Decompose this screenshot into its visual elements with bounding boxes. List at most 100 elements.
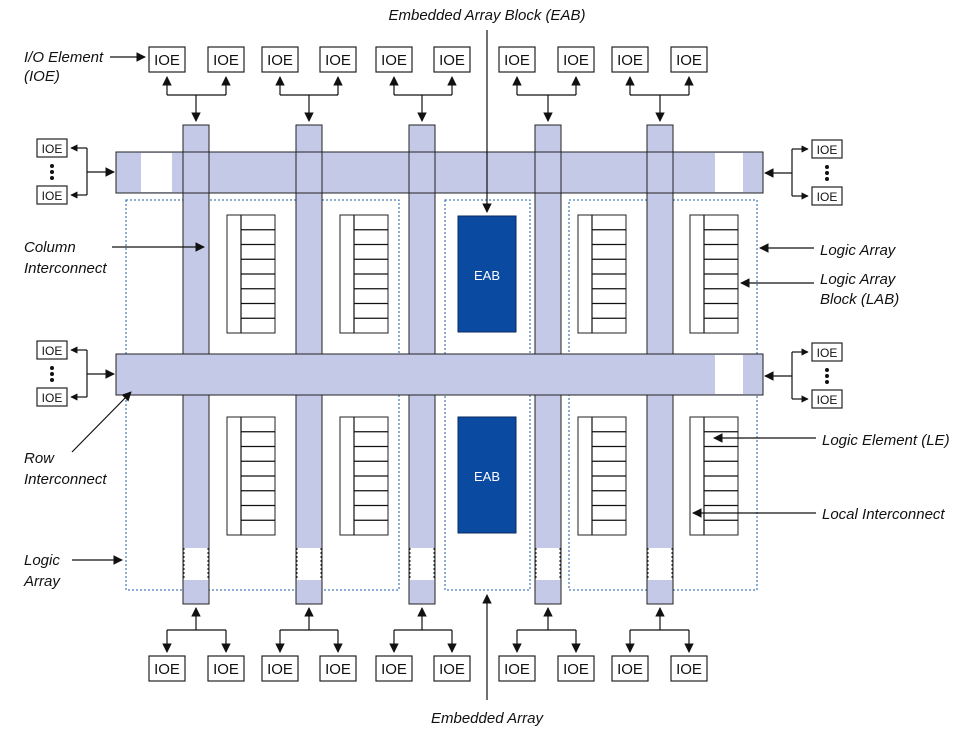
ellipsis-dot [50, 164, 54, 168]
ellipsis-dot [50, 176, 54, 180]
svg-text:IOE: IOE [817, 346, 838, 360]
ioe-side-1-a: IOE [36, 138, 68, 158]
ioe-bottom-1: IOE [148, 655, 186, 682]
ioe-side-groups: IOE IOE IOE IOE IOE IOE IOE IOE [36, 138, 843, 409]
svg-text:IOE: IOE [817, 143, 838, 157]
ioe-bottom-2: IOE [207, 655, 245, 682]
ioe-side-4-b: IOE [811, 389, 843, 409]
eab-block-bottom [457, 416, 517, 534]
label-logic-array-right: Logic Array [820, 242, 897, 259]
column-stub-top-4 [534, 124, 562, 153]
svg-text:IOE: IOE [42, 189, 63, 203]
label-column-line2: Interconnect [24, 260, 107, 277]
svg-text:IOE: IOE [42, 344, 63, 358]
label-ioe-line2: (IOE) [24, 68, 60, 85]
row-gap-top-left [141, 153, 172, 192]
svg-text:IOE: IOE [504, 52, 530, 69]
label-embedded-array: Embedded Array [431, 710, 545, 727]
column-gap-2 [297, 548, 321, 580]
svg-text:IOE: IOE [563, 661, 589, 678]
ioe-bottom-8: IOE [557, 655, 595, 682]
eab-label-top: EAB [474, 268, 500, 283]
label-lab-line2: Block (LAB) [820, 291, 899, 308]
row-interconnects [115, 151, 764, 396]
ioe-side-1-b: IOE [36, 185, 68, 205]
svg-text:IOE: IOE [154, 52, 180, 69]
column-gap-5 [648, 548, 672, 580]
row-gap-middle-right [715, 355, 743, 394]
eab-block-top [457, 215, 517, 333]
ellipsis-dot [825, 380, 829, 384]
svg-text:IOE: IOE [439, 661, 465, 678]
svg-text:IOE: IOE [563, 52, 589, 69]
row-interconnect-middle [115, 353, 764, 396]
svg-text:IOE: IOE [325, 52, 351, 69]
label-row-line2: Interconnect [24, 471, 107, 488]
ioe-bottom-10: IOE [670, 655, 708, 682]
ellipsis-dot [825, 177, 829, 181]
label-row-line1: Row [24, 450, 55, 467]
column-segment-mid-4 [534, 192, 562, 355]
ioe-side-2-b: IOE [36, 387, 68, 407]
ioe-top-7: IOE [498, 46, 536, 73]
label-logic-array-left-line2: Array [23, 573, 61, 590]
logic-array-blocks [226, 214, 739, 536]
svg-text:IOE: IOE [42, 142, 63, 156]
lab-4 [689, 214, 739, 334]
column-segment-mid-3 [408, 192, 436, 355]
lab-6 [339, 416, 389, 536]
ioe-side-3-b: IOE [811, 186, 843, 206]
svg-text:IOE: IOE [267, 661, 293, 678]
lab-2 [339, 214, 389, 334]
ellipsis-dot [825, 368, 829, 372]
lab-1 [226, 214, 276, 334]
ioe-bottom-5: IOE [375, 655, 413, 682]
ellipsis-dot [825, 374, 829, 378]
ellipsis-dot [50, 170, 54, 174]
ioe-top-2: IOE [207, 46, 245, 73]
label-lab-line1: Logic Array [820, 271, 897, 288]
ioe-side-3-a: IOE [811, 139, 843, 159]
svg-text:IOE: IOE [439, 52, 465, 69]
pointer-row [71, 391, 132, 453]
embedded-array-blocks: EAB EAB [457, 215, 517, 534]
row-gap-top-right [715, 153, 743, 192]
svg-text:IOE: IOE [213, 52, 239, 69]
ioe-bottom-3: IOE [261, 655, 299, 682]
svg-text:IOE: IOE [381, 52, 407, 69]
row-interconnect-top [115, 151, 764, 194]
column-stub-top-3 [408, 124, 436, 153]
svg-text:IOE: IOE [617, 661, 643, 678]
svg-text:IOE: IOE [817, 393, 838, 407]
label-logic-element: Logic Element (LE) [822, 432, 950, 449]
svg-text:IOE: IOE [676, 661, 702, 678]
ioe-top-1: IOE [148, 46, 186, 73]
ioe-bottom-4: IOE [319, 655, 357, 682]
column-gap-1 [184, 548, 208, 580]
ioe-side-2-a: IOE [36, 340, 68, 360]
ellipsis-dot [825, 165, 829, 169]
svg-text:IOE: IOE [817, 190, 838, 204]
ioe-row-bottom: IOE IOE IOE IOE IOE IOE IOE IOE IOE IOE [148, 607, 708, 682]
column-stub-top-2 [295, 124, 323, 153]
eab-label-bottom: EAB [474, 469, 500, 484]
lab-8 [689, 416, 739, 536]
lab-3 [577, 214, 627, 334]
svg-text:IOE: IOE [325, 661, 351, 678]
annotations: Embedded Array Block (EAB) I/O Element (… [23, 7, 950, 727]
ioe-top-6: IOE [433, 46, 471, 73]
ellipsis-dot [50, 372, 54, 376]
ellipsis-dot [825, 171, 829, 175]
svg-text:IOE: IOE [42, 391, 63, 405]
svg-text:IOE: IOE [381, 661, 407, 678]
svg-text:IOE: IOE [676, 52, 702, 69]
svg-text:IOE: IOE [504, 661, 530, 678]
column-gap-4 [536, 548, 560, 580]
svg-text:IOE: IOE [154, 661, 180, 678]
ioe-bottom-9: IOE [611, 655, 649, 682]
ioe-bottom-6: IOE [433, 655, 471, 682]
ioe-top-9: IOE [611, 46, 649, 73]
column-gap-3 [410, 548, 434, 580]
column-stubs [182, 124, 674, 355]
